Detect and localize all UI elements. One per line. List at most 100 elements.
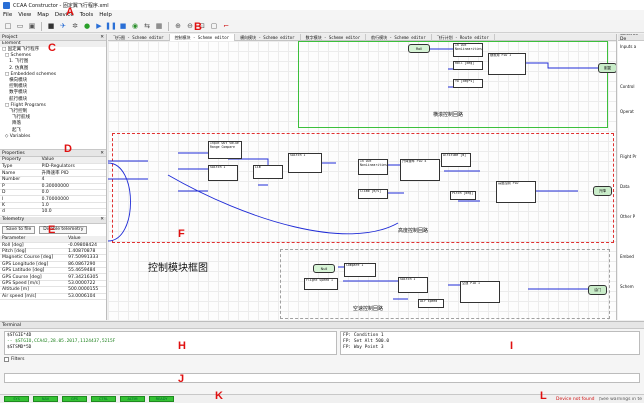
tree-item[interactable]: ◇ Variables <box>2 133 31 139</box>
tree-item[interactable]: 控制模块 <box>2 84 28 90</box>
zoom-in-icon[interactable]: ⊕ <box>175 22 181 30</box>
filters-toggle[interactable]: Filters <box>4 357 25 362</box>
scheme-element-category[interactable]: Other P <box>620 214 636 219</box>
filters-checkbox[interactable] <box>4 357 9 362</box>
roll-input-block[interactable]: Roll <box>408 44 430 53</box>
zoom-fit-icon[interactable]: ⊡ <box>199 22 205 30</box>
property-value[interactable]: 0.30000000 <box>39 183 106 191</box>
menu-help[interactable]: Help <box>99 12 112 18</box>
nonlinearities-block[interactable]: In Out NonLinearities <box>453 43 483 57</box>
editor-tab[interactable]: 航行模块 - Scheme editor <box>366 34 432 41</box>
property-value[interactable]: 4 <box>39 176 106 184</box>
panel-close-icon[interactable]: ✕ <box>100 217 104 223</box>
input-compare-block[interactable]: Input Out Value Range Compare <box>208 141 242 159</box>
terminal-command-input[interactable] <box>4 373 640 383</box>
tree-item[interactable]: 2. 仿真图 <box>2 65 29 71</box>
zoom-reset-icon[interactable]: ▢ <box>210 22 218 30</box>
altitude-control-group[interactable] <box>112 133 614 243</box>
scheme-element-category[interactable]: Operat <box>620 109 634 114</box>
pitch-pid-block[interactable]: 升降速率 PID 4 <box>400 159 440 181</box>
scheme-element-category[interactable]: Data <box>620 184 630 189</box>
tree-item[interactable]: □ Flight Programs <box>2 102 46 108</box>
air-speed-block[interactable]: Air speed <box>418 299 444 308</box>
save-icon[interactable]: ▣ <box>28 22 36 30</box>
tree-item[interactable]: □ 固定翼飞行程序 <box>2 47 40 52</box>
scheme-element-category[interactable]: Inputs a <box>620 44 637 49</box>
panel-close-icon[interactable]: ✕ <box>100 150 104 156</box>
switch-block-2[interactable]: Switch 1 <box>288 153 322 173</box>
property-value[interactable]: 0.0 <box>39 189 106 197</box>
menu-device[interactable]: Device <box>54 12 74 18</box>
editor-tab[interactable]: 控制模块 - Scheme editor <box>169 34 236 41</box>
play-icon[interactable]: ▶ <box>96 22 102 30</box>
signal-icon[interactable]: ⌐ <box>223 22 229 30</box>
zoom-out-icon[interactable]: ⊖ <box>187 22 193 30</box>
elevator-output-block[interactable]: 升降 <box>593 186 612 196</box>
tree-item[interactable]: 航行模块 <box>2 96 28 102</box>
map-icon[interactable]: ▦ <box>155 22 163 30</box>
tree-item[interactable]: 横向模块 <box>2 78 28 84</box>
lateral-control-group[interactable] <box>298 41 608 128</box>
switch-block[interactable]: Switch 1 <box>208 165 238 181</box>
editor-tab[interactable]: 飞行计划 - Route editor <box>432 34 495 41</box>
speed-control-group[interactable] <box>280 249 610 319</box>
open-folder-icon[interactable]: ▭ <box>16 22 24 30</box>
stop-sim-icon[interactable]: ■ <box>119 22 127 30</box>
tree-item[interactable]: 起飞 <box>2 127 22 133</box>
flight-speed-block[interactable]: Flight Speed 1 <box>304 278 338 290</box>
altitude-pid-block[interactable]: 高度控制 PID <box>496 181 536 203</box>
roll-pid-block[interactable]: 横滚角 PID 1 <box>488 53 526 75</box>
editor-tab[interactable]: 数字模块 - Scheme editor <box>301 34 367 41</box>
editor-tab[interactable]: 横向模块 - Scheme editor <box>235 34 301 41</box>
new-file-icon[interactable]: □ <box>4 22 12 30</box>
menu-file[interactable]: File <box>3 12 13 18</box>
compare-block[interactable]: Compare 1 <box>344 263 376 277</box>
property-value[interactable]: PID-Regulators <box>39 163 106 171</box>
yaw-deg-block[interactable]: Yw [deg*s] <box>453 79 483 88</box>
route-icon[interactable]: ⇆ <box>144 22 150 30</box>
save-to-file-button[interactable]: Save to file <box>2 225 36 234</box>
scheme-element-category[interactable]: Flight Pr <box>620 154 637 159</box>
limit-block[interactable]: Lim <box>253 165 283 179</box>
switch-block-3[interactable]: Switch 1 <box>398 277 428 293</box>
property-value[interactable]: 升降速率 PID <box>39 169 106 178</box>
tree-item[interactable]: 降落 <box>2 121 22 127</box>
roll-deg-block[interactable]: Roll [deg] <box>453 61 483 70</box>
aileron-output-block[interactable]: 副翼 <box>598 63 616 73</box>
menu-tools[interactable]: Tools <box>79 12 94 18</box>
editor-tab[interactable]: 飞行图 - Scheme editor <box>108 34 170 41</box>
tree-item[interactable]: 飞行航线 <box>2 115 31 121</box>
nonlinearities-block-2[interactable]: In Out NonLinearities <box>358 159 388 175</box>
globe-icon[interactable]: ◉ <box>131 22 139 30</box>
record-icon[interactable]: ● <box>83 22 91 30</box>
property-value[interactable]: 0.70000000 <box>39 195 106 203</box>
menu-view[interactable]: View <box>18 12 32 18</box>
scheme-element-category[interactable]: Schem <box>620 284 634 289</box>
pitch-deg-block[interactable]: Pitch [deg] <box>450 191 476 200</box>
scheme-canvas[interactable]: Roll In Out NonLinearities Roll [deg] Yw… <box>108 41 616 320</box>
stop-icon[interactable]: ■ <box>47 22 55 30</box>
climb-block[interactable]: Climb [m/s] <box>358 189 388 199</box>
property-value[interactable]: 10.0 <box>39 208 106 216</box>
throttle-output-block[interactable]: 油门 <box>588 285 607 295</box>
property-value[interactable]: 1.0 <box>39 202 106 210</box>
tree-item[interactable]: 1. 飞行图 <box>2 59 29 65</box>
tree-item[interactable]: 数字模块 <box>2 90 28 96</box>
scheme-element-category[interactable]: Control <box>620 84 635 89</box>
disable-telemetry-button[interactable]: Disable telemetry <box>39 225 88 234</box>
speed-pid-block[interactable]: 空速 PID 1 <box>460 281 500 303</box>
scheme-element-category[interactable]: Embed <box>620 254 634 259</box>
panel-close-icon[interactable]: ✕ <box>100 34 104 40</box>
menu-map[interactable]: Map <box>37 12 49 18</box>
pause-icon[interactable]: ❚❚ <box>105 22 117 30</box>
tree-item[interactable]: □ Schemes <box>2 53 31 59</box>
tree-item[interactable]: 飞行控制 <box>2 109 28 115</box>
null-block[interactable]: Null <box>313 264 335 273</box>
